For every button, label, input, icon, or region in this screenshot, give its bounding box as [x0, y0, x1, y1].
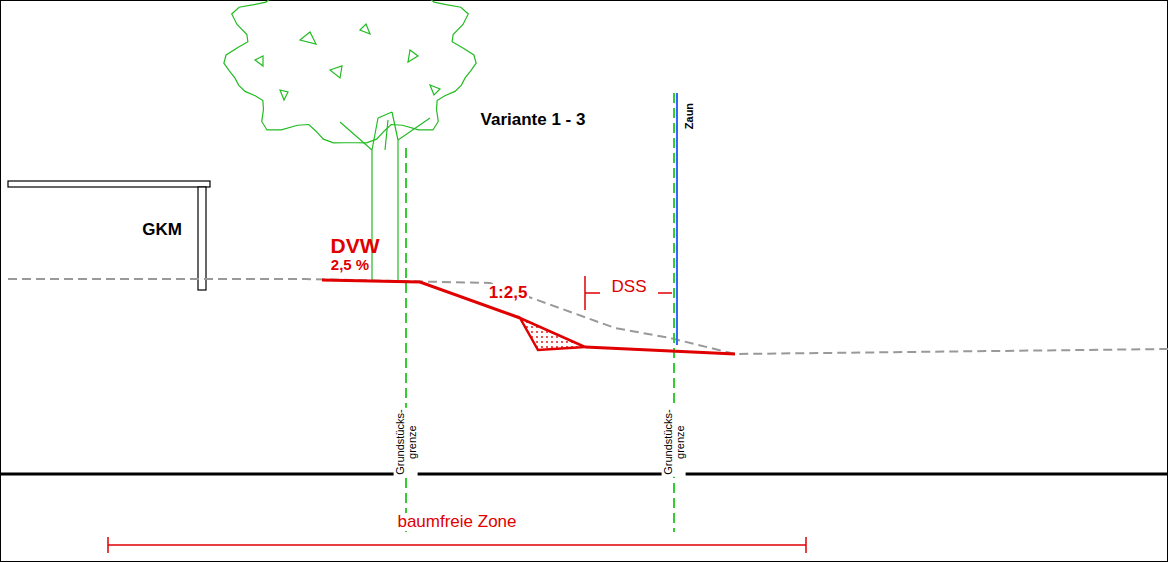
dimension-label: DSS: [610, 278, 649, 297]
slope-percent: 2,5 %: [329, 257, 371, 274]
existing-terrain: [8, 279, 1168, 354]
building-roof: [8, 181, 210, 187]
building-column: [198, 187, 206, 290]
tree-foliage: [255, 24, 440, 100]
dimension-label: baumfreie Zone: [395, 513, 518, 532]
property-line-label: Grundstücks- grenze: [662, 407, 686, 476]
slope-ratio: 1:2,5: [487, 284, 530, 303]
section-label: DVW: [329, 234, 382, 257]
building-label: GKM: [140, 221, 184, 240]
new-profile: [322, 280, 735, 354]
dss-dimension: [585, 276, 672, 310]
zone-dimension: [108, 537, 806, 553]
base-line: [0, 473, 1168, 476]
variant-title: Variante 1 - 3: [479, 111, 588, 130]
fence-label: Zaun: [683, 101, 695, 131]
tree-crown: [224, 0, 476, 143]
tree: [224, 0, 476, 282]
property-line-label: Grundstücks- grenze: [394, 407, 418, 476]
drainage-trench: [520, 318, 585, 350]
fence: [676, 93, 678, 345]
building: [8, 181, 210, 290]
